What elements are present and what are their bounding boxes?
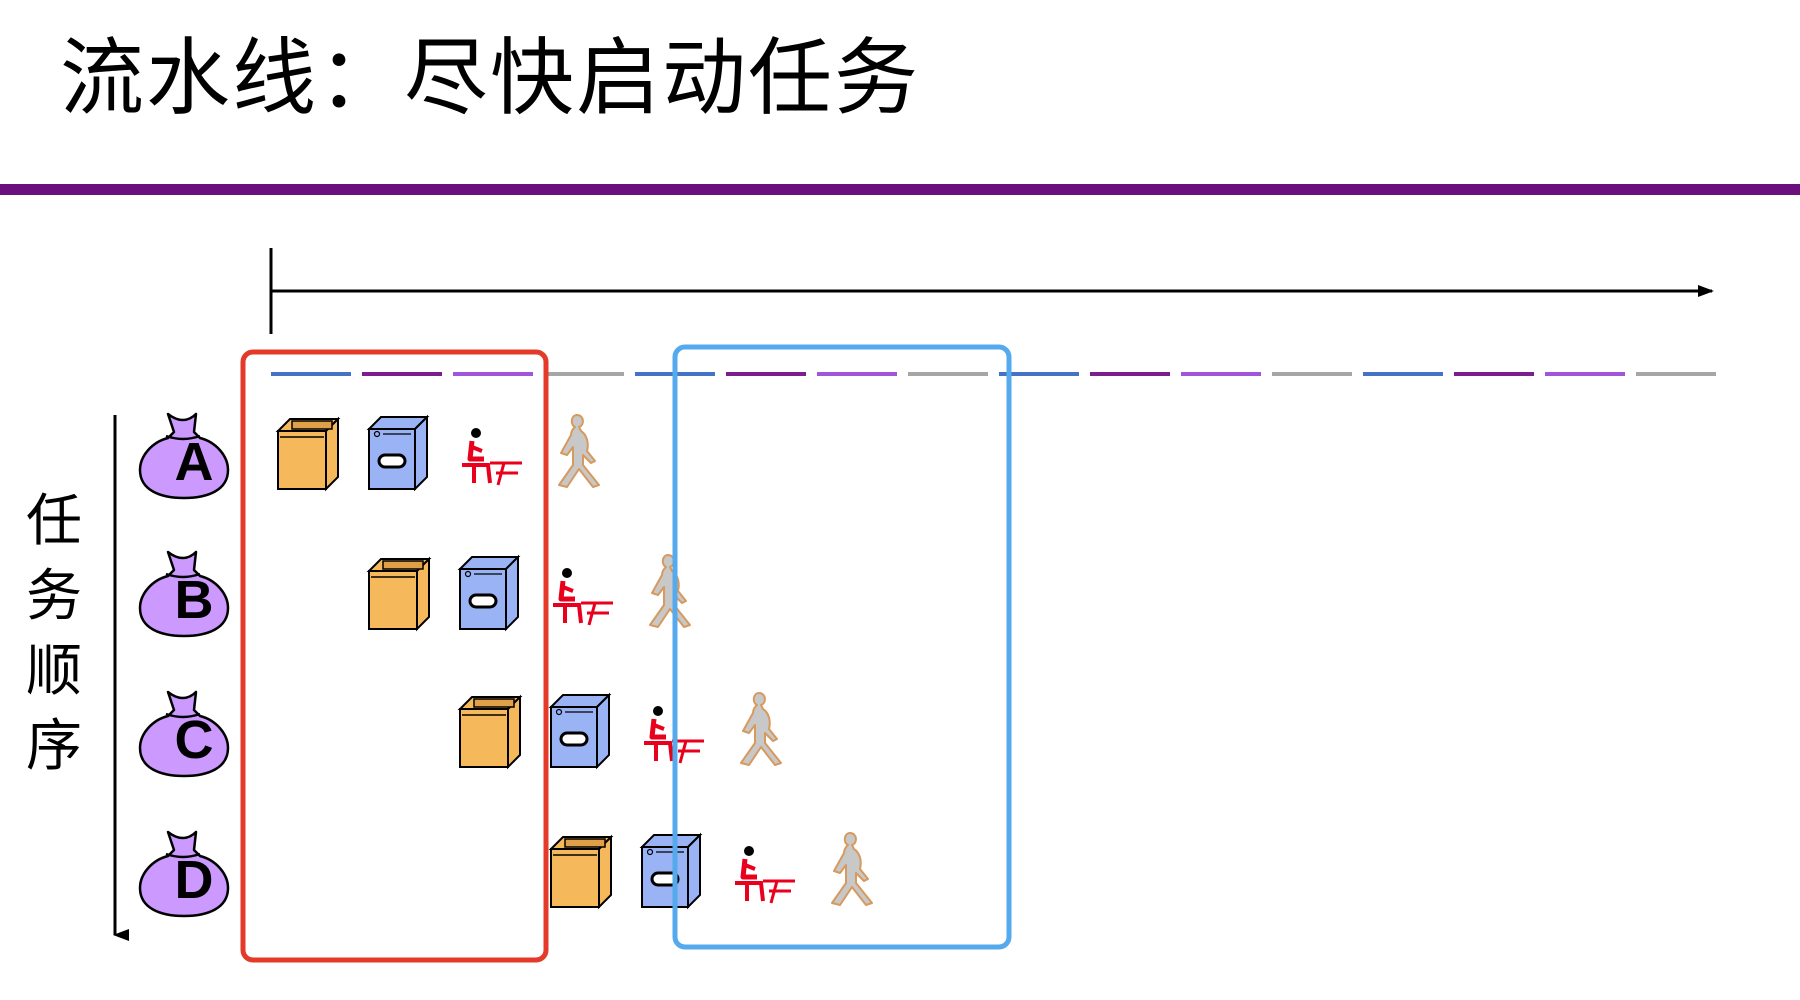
- task-order-char: 序: [26, 714, 82, 779]
- folder-icon: [462, 428, 522, 485]
- task-bag-b: B: [138, 550, 230, 638]
- dryer-icon: [550, 836, 612, 908]
- task-order-char: 顺: [26, 639, 82, 704]
- folder-icon: [735, 846, 795, 903]
- stage-icons: [277, 414, 873, 909]
- walker-icon: [740, 692, 782, 766]
- walker-icon: [558, 414, 600, 488]
- dryer-icon: [459, 696, 521, 768]
- task-label: A: [175, 432, 214, 492]
- blue-highlight-box: [672, 344, 1012, 950]
- folder-icon: [553, 568, 613, 625]
- task-order-axis-label: 任 务 顺 序: [22, 484, 86, 784]
- task-bag-d: D: [138, 830, 230, 918]
- washer-icon: [640, 833, 702, 909]
- washer-icon: [367, 415, 429, 491]
- task-label: C: [175, 710, 214, 770]
- task-order-char: 任: [26, 489, 82, 554]
- title-divider-bar: [0, 184, 1800, 195]
- task-bags: A B C D: [138, 412, 230, 918]
- washer-icon: [549, 693, 611, 769]
- dryer-icon: [277, 418, 339, 490]
- task-label: D: [175, 850, 214, 910]
- dryer-icon: [368, 558, 430, 630]
- task-bag-a: A: [138, 412, 230, 500]
- walker-icon: [831, 832, 873, 906]
- red-highlight-box: [240, 349, 549, 963]
- walker-icon: [649, 554, 691, 628]
- task-order-char: 务: [26, 564, 82, 629]
- slide-title: 流水线：尽快启动任务: [60, 29, 921, 127]
- washer-icon: [458, 555, 520, 631]
- task-label: B: [175, 570, 214, 630]
- task-bag-c: C: [138, 690, 230, 778]
